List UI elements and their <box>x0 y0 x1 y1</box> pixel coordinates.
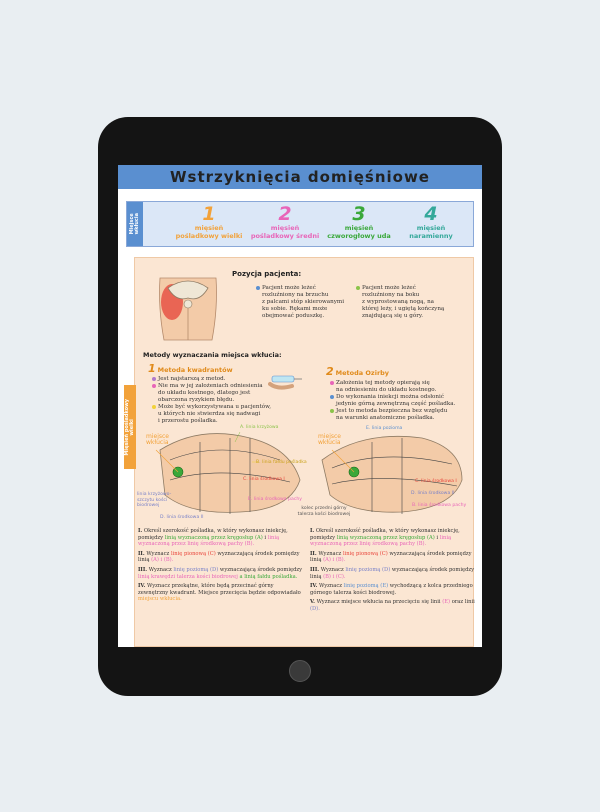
position-title: Pozycja pacjenta: <box>232 270 302 278</box>
method2-bullets: Założenia tej metody opierają się na odn… <box>330 380 455 422</box>
position-left: Pacjent może leżeć rozluźniony na brzuch… <box>256 285 344 320</box>
ozirby-diagram <box>321 435 463 514</box>
method2-label-d: D. linia środkowa II <box>411 491 455 496</box>
green-dot-icon <box>330 408 334 413</box>
method2-step-1: I. Określ szerokość pośladka, w który wy… <box>310 528 460 548</box>
method1-step-4: IV. Wyznacz przekątne, które będą przeci… <box>138 583 301 603</box>
green-dot-icon <box>356 285 360 290</box>
method1-step-3: III. Wyznacz linię poziomą (D) wyznaczaj… <box>138 566 303 580</box>
method2-step-3: III. Wyznacz linię poziomą (D) wyznaczaj… <box>310 566 475 580</box>
method1-label-b: B. linia fałdu pośladka <box>256 460 307 465</box>
method1-step-1: I. Określ szerokość pośladka, w który wy… <box>138 528 288 548</box>
method2-label-c: C. linia środkowa I <box>415 479 457 484</box>
home-button[interactable] <box>289 660 311 682</box>
hand-syringe-icon <box>268 375 302 390</box>
blue-dot-icon <box>256 285 260 290</box>
method2-site-label: miejsce wkłucia <box>318 433 341 446</box>
position-right: Pacjent może leżeć rozluźniony na boku z… <box>356 285 444 320</box>
quadrant-diagram <box>155 431 301 514</box>
blue-dot-icon <box>330 394 334 399</box>
muscle-item-2[interactable]: 2 mięsień pośladkowy średni <box>250 203 320 240</box>
method2-steps: I. Określ szerokość pośladka, w który wy… <box>310 528 475 616</box>
method2-label-spine: kolec przedni górny talerza kości biodro… <box>297 506 351 517</box>
method1-site-label: miejsce wkłucia <box>146 433 169 446</box>
method2-step-2: II. Wyznacz linię pionową (C) wyznaczają… <box>310 550 472 564</box>
method2-label-b: B. linia środkowa pachy <box>412 503 467 508</box>
page-title: Wstrzyknięcia domięśniowe <box>170 168 430 186</box>
method1-label-e: E. linia środkowa pachy <box>248 497 302 502</box>
method1-steps: I. Określ szerokość pośladka, w który wy… <box>138 528 303 606</box>
muscle-item-3[interactable]: 3 mięsień czworogłowy uda <box>327 203 391 240</box>
method2-step-4: IV. Wyznacz linię poziomą (E) wychodzącą… <box>310 583 473 596</box>
hip-illustration <box>159 277 217 341</box>
muscle-item-1[interactable]: 1 mięsień pośladkowy wielki <box>175 203 243 240</box>
method1-label-d: D. linia środkowa II <box>160 515 204 520</box>
yellow-dot-icon <box>152 404 156 409</box>
method2-step-5: V. Wyznacz miejsce wkłucia na przecięciu… <box>310 599 475 612</box>
method1-label-trochanter: linia krzyżowo-szczytu kości biodrowej <box>137 492 172 508</box>
method1-label-c: C. linia środkowa I <box>243 477 285 482</box>
muscle-item-4[interactable]: 4 mięsień naramienny <box>409 203 453 240</box>
method2-label-e: E. linia pozioma <box>366 426 403 431</box>
method1-bullets: Jest najstarszą z metod. Nie ma w jej za… <box>152 376 271 425</box>
pink-dot-icon <box>152 383 156 388</box>
methods-title: Metody wyznaczania miejsca wkłucia: <box>143 351 282 359</box>
method1-step-2: II. Wyznacz linię pionową (C) wyznaczają… <box>138 550 300 564</box>
method1-label-a: A. linia krzyżowa <box>240 425 279 430</box>
title-bar: Wstrzyknięcia domięśniowe <box>118 165 482 189</box>
pink-dot-icon <box>330 380 334 385</box>
purple-dot-icon <box>152 376 156 381</box>
